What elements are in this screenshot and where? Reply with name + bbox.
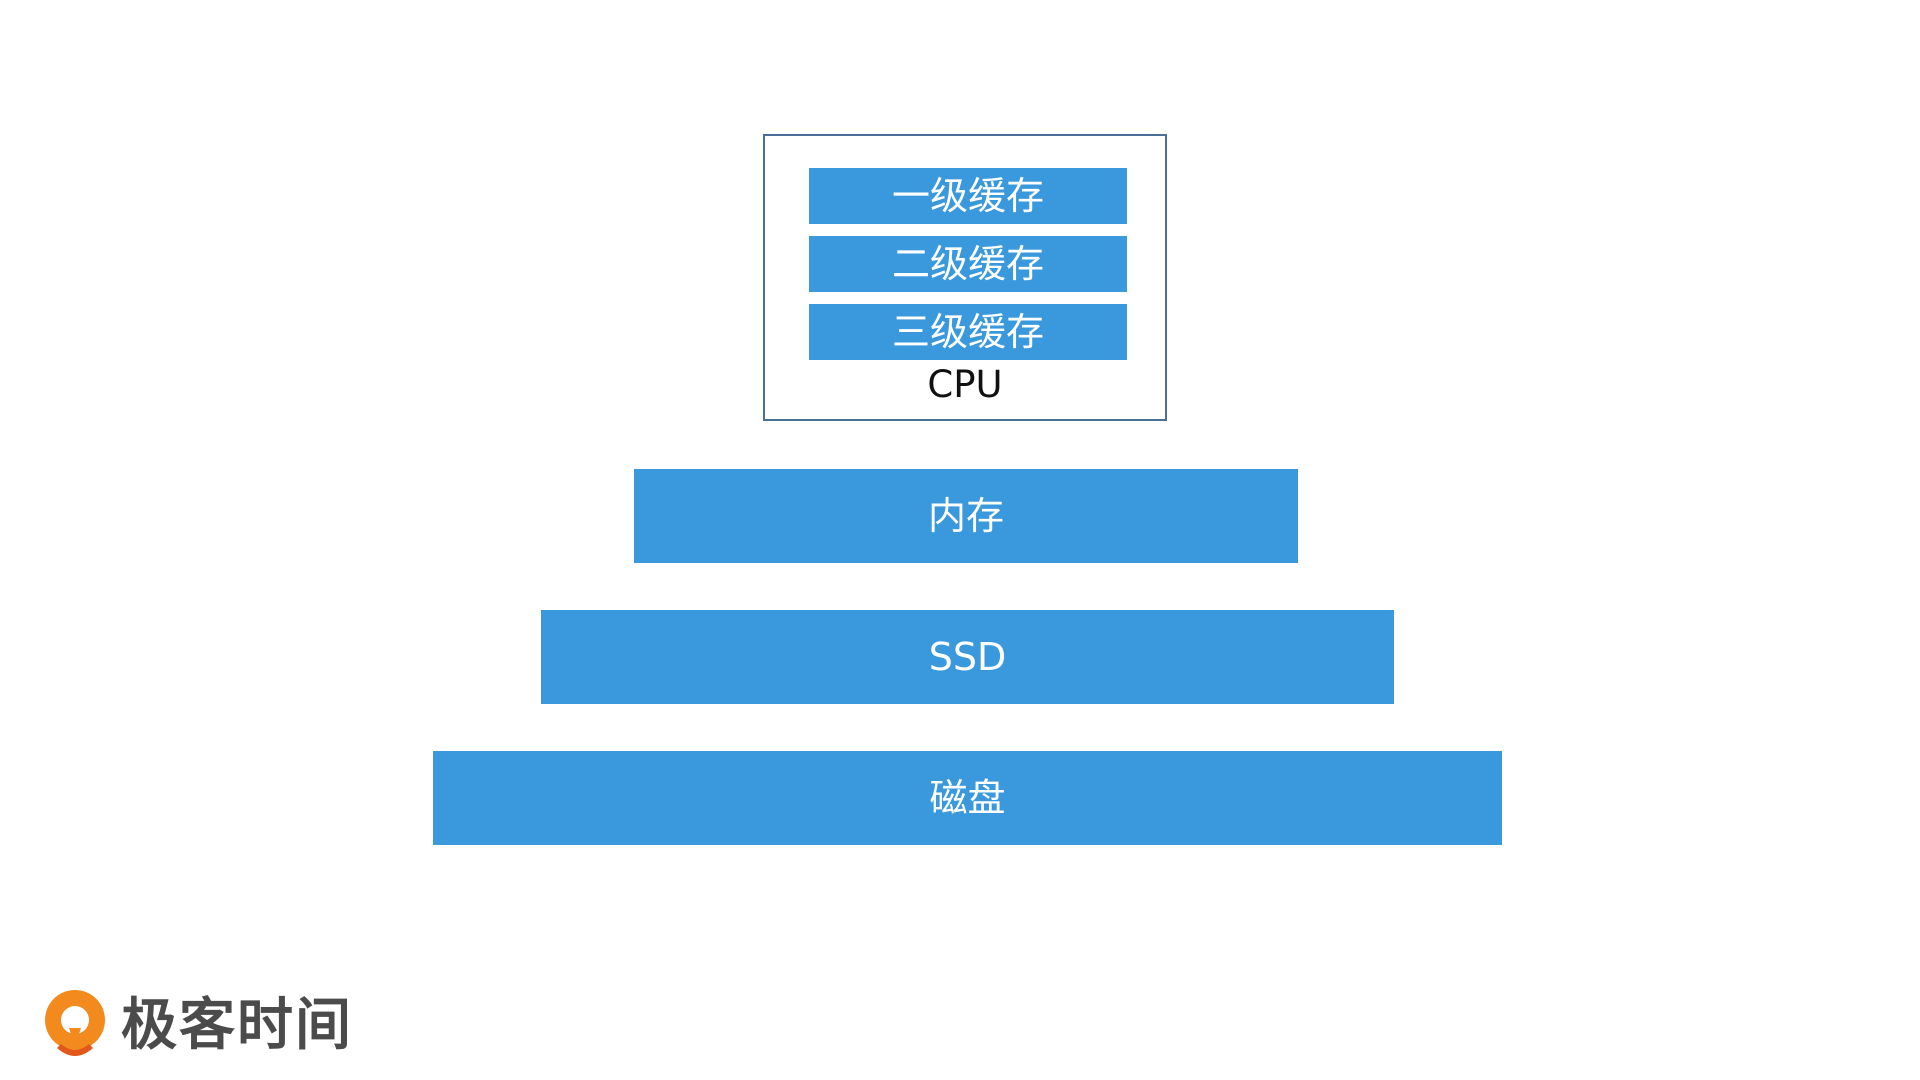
geektime-logo-icon: [45, 990, 105, 1056]
brand-logo: 极客时间: [41, 986, 353, 1066]
memory-label: 内存: [927, 494, 1004, 538]
ssd-label: SSD: [928, 635, 1007, 679]
l3-cache-label: 三级缓存: [891, 310, 1044, 354]
l1-cache-box: 一级缓存: [809, 168, 1127, 224]
disk-layer: 磁盘: [433, 751, 1502, 845]
l2-cache-box: 二级缓存: [809, 236, 1127, 292]
ssd-layer: SSD: [541, 610, 1394, 704]
cpu-container: 一级缓存 二级缓存 三级缓存 CPU: [763, 134, 1167, 421]
cpu-label: CPU: [927, 363, 1003, 406]
brand-name: 极客时间: [121, 993, 353, 1058]
disk-label: 磁盘: [929, 776, 1006, 820]
memory-layer: 内存: [634, 469, 1298, 563]
l2-cache-label: 二级缓存: [891, 242, 1044, 286]
l1-cache-label: 一级缓存: [891, 174, 1044, 218]
l3-cache-box: 三级缓存: [809, 304, 1127, 360]
